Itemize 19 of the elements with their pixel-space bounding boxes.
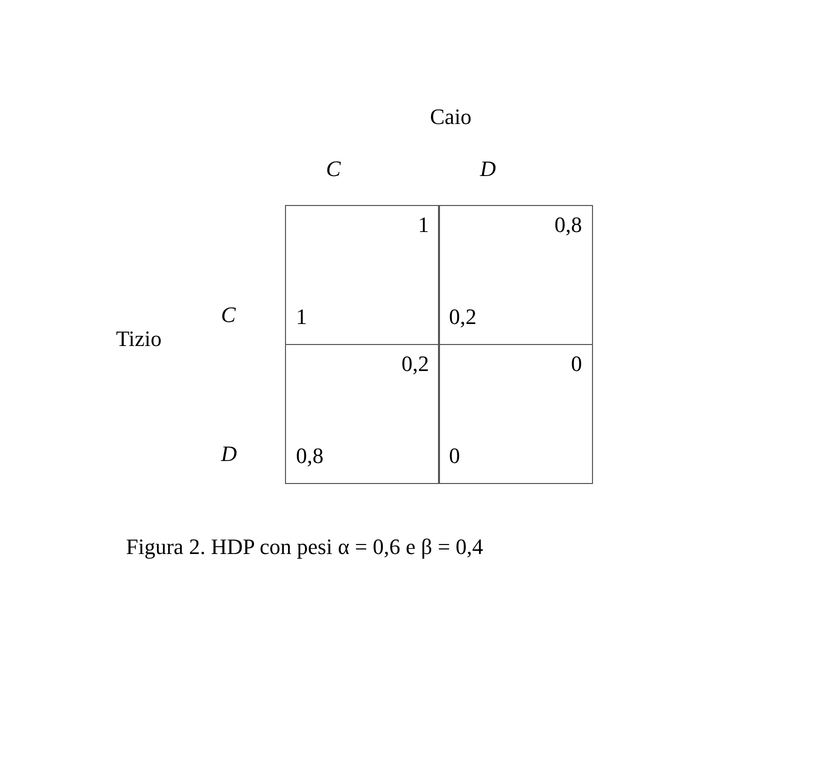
payoff-value: 0	[571, 353, 582, 375]
strategy-label: C	[221, 304, 236, 326]
strategy-label: D	[480, 158, 496, 180]
payoff-cell	[285, 344, 440, 484]
strategy-label: C	[326, 158, 341, 180]
payoff-cell	[438, 205, 593, 345]
payoff-value: 0,2	[402, 353, 429, 375]
player-label: Tizio	[116, 328, 162, 350]
payoff-value: 1	[296, 306, 307, 328]
payoff-value: 0,8	[554, 214, 582, 236]
payoff-value: 0,8	[296, 445, 324, 467]
payoff-value: 1	[418, 214, 429, 236]
payoff-value: 0,2	[449, 306, 476, 328]
payoff-value: 0	[449, 445, 460, 467]
strategy-label: D	[221, 443, 237, 465]
payoff-cell	[438, 344, 593, 484]
figure-caption: Figura 2. HDP con pesi α = 0,6 e β = 0,4	[126, 536, 484, 558]
payoff-cell	[285, 205, 440, 345]
player-label: Caio	[430, 106, 472, 128]
